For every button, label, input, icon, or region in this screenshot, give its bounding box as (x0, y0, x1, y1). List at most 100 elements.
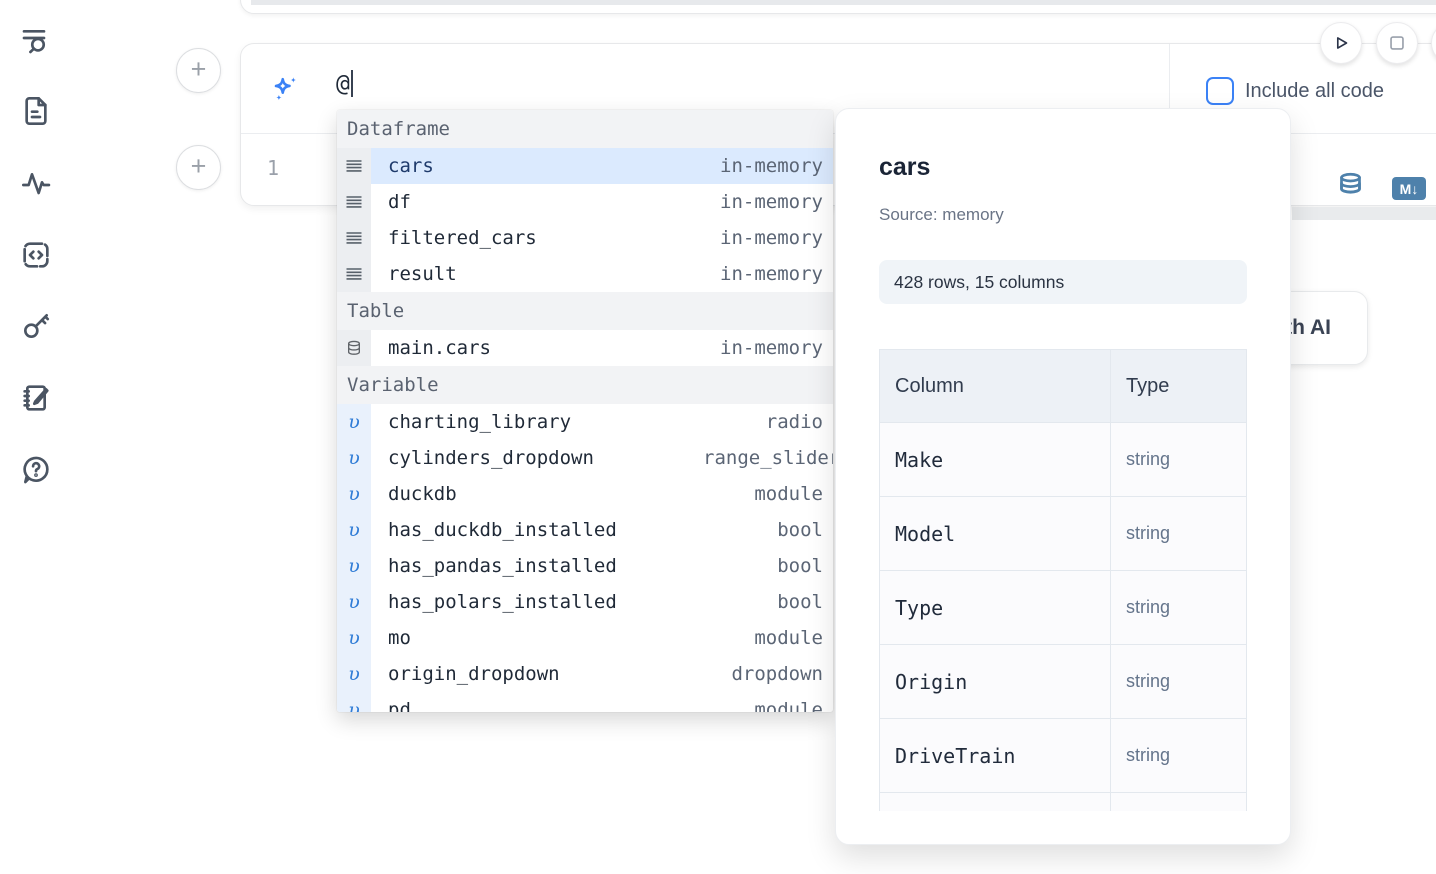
autocomplete-section-header: Dataframe (337, 110, 833, 148)
item-name: duckdb (388, 483, 457, 505)
scratchpad-notebook-icon[interactable] (20, 382, 52, 414)
output-table-peek (1292, 207, 1436, 220)
key-icon[interactable] (20, 310, 52, 342)
item-name: charting_library (388, 411, 572, 433)
column-name: Type (880, 571, 1111, 644)
database-icon (337, 330, 371, 366)
include-all-code-control[interactable]: Include all code (1206, 77, 1384, 105)
table-row: Type string (880, 570, 1246, 644)
ai-row-divider (1169, 44, 1170, 134)
item-name: cars (388, 155, 434, 177)
variable-icon: υ (337, 656, 371, 692)
code-cell-icon[interactable] (20, 239, 52, 271)
item-detail: bool (777, 519, 823, 541)
item-detail: in-memory (720, 263, 823, 285)
ai-prompt-input[interactable]: @ (336, 70, 353, 97)
variable-icon: υ (337, 404, 371, 440)
ai-sparkle-icon (269, 73, 302, 106)
item-name: df (388, 191, 411, 213)
table-row: Make string (880, 422, 1246, 496)
schema-table: Column Type Make string Model string Typ… (879, 349, 1247, 811)
item-detail: bool (777, 591, 823, 613)
variable-icon: υ (337, 512, 371, 548)
column-name: Origin (880, 645, 1111, 718)
column-name: Model (880, 497, 1111, 570)
stop-icon (1390, 36, 1404, 50)
dataframe-icon (337, 148, 371, 184)
schema-table-wrap: Column Type Make string Model string Typ… (879, 349, 1247, 811)
item-detail: in-memory (720, 155, 823, 177)
item-detail: in-memory (720, 227, 823, 249)
autocomplete-section-header: Table (337, 292, 833, 330)
markdown-convert-icon[interactable]: M↓ (1392, 177, 1426, 200)
preview-source: Source: memory (879, 205, 1004, 224)
section-label: Dataframe (347, 118, 450, 140)
column-name: Make (880, 423, 1111, 496)
item-detail: module (754, 483, 823, 505)
stop-kernel-button[interactable] (1376, 22, 1418, 64)
item-detail: module (754, 699, 823, 712)
table-row: Origin string (880, 644, 1246, 718)
include-all-code-label: Include all code (1245, 79, 1384, 102)
autocomplete-item-pd[interactable]: υ pd module (337, 692, 833, 712)
variable-icon: υ (337, 440, 371, 476)
item-name: main.cars (388, 337, 491, 359)
previous-cell (240, 0, 1436, 14)
include-all-code-checkbox[interactable] (1206, 77, 1234, 105)
item-detail: module (754, 627, 823, 649)
column-type: string (1126, 745, 1171, 765)
column-name: DriveTrain (880, 719, 1111, 792)
section-label: Table (347, 300, 405, 322)
column-type: string (1126, 523, 1171, 543)
item-detail: range_slider (703, 447, 833, 469)
item-name: cylinders_dropdown (388, 447, 594, 469)
item-name: filtered_cars (388, 227, 537, 249)
variable-icon: υ (337, 692, 371, 712)
activity-icon[interactable] (20, 167, 52, 199)
add-cell-above-button[interactable]: + (176, 48, 221, 93)
file-document-icon[interactable] (20, 95, 52, 127)
table-row-clipped (880, 792, 1246, 811)
code-editor-row[interactable]: 1 M↓ (241, 134, 1436, 206)
autocomplete-section-header: Variable (337, 366, 833, 404)
section-label: Variable (347, 374, 439, 396)
autocomplete-item-cars[interactable]: cars in-memory (337, 148, 833, 184)
variable-icon: υ (337, 548, 371, 584)
dataframe-preview-panel: cars Source: memory 428 rows, 15 columns… (835, 108, 1291, 845)
datasource-icon[interactable] (1337, 172, 1364, 202)
text-cursor (350, 70, 353, 97)
line-number: 1 (267, 156, 280, 180)
dataframe-icon (337, 184, 371, 220)
schema-table-header-row: Column Type (880, 350, 1246, 422)
shape-badge: 428 rows, 15 columns (879, 260, 1247, 304)
table-row: Model string (880, 496, 1246, 570)
ai-prompt-value: @ (336, 70, 350, 97)
sidebar (0, 0, 72, 874)
autocomplete-item-filtered-cars[interactable]: filtered_cars in-memory (337, 220, 833, 256)
previous-cell-output-edge (251, 0, 1436, 5)
search-list-icon[interactable] (20, 24, 52, 56)
column-type: string (1126, 597, 1171, 617)
item-detail: bool (777, 555, 823, 577)
autocomplete-item-cylinders-dropdown[interactable]: υ cylinders_dropdown range_slider (337, 440, 833, 476)
column-type: string (1126, 671, 1171, 691)
shape-badge-text: 428 rows, 15 columns (894, 271, 1065, 292)
type-header: Type (1126, 374, 1170, 397)
column-type: string (1126, 449, 1171, 469)
run-cell-button[interactable] (1320, 22, 1362, 64)
help-chat-icon[interactable] (20, 454, 52, 486)
add-cell-below-button[interactable]: + (176, 145, 221, 190)
item-name: mo (388, 627, 411, 649)
item-name: pd (388, 699, 411, 712)
item-name: origin_dropdown (388, 663, 560, 685)
